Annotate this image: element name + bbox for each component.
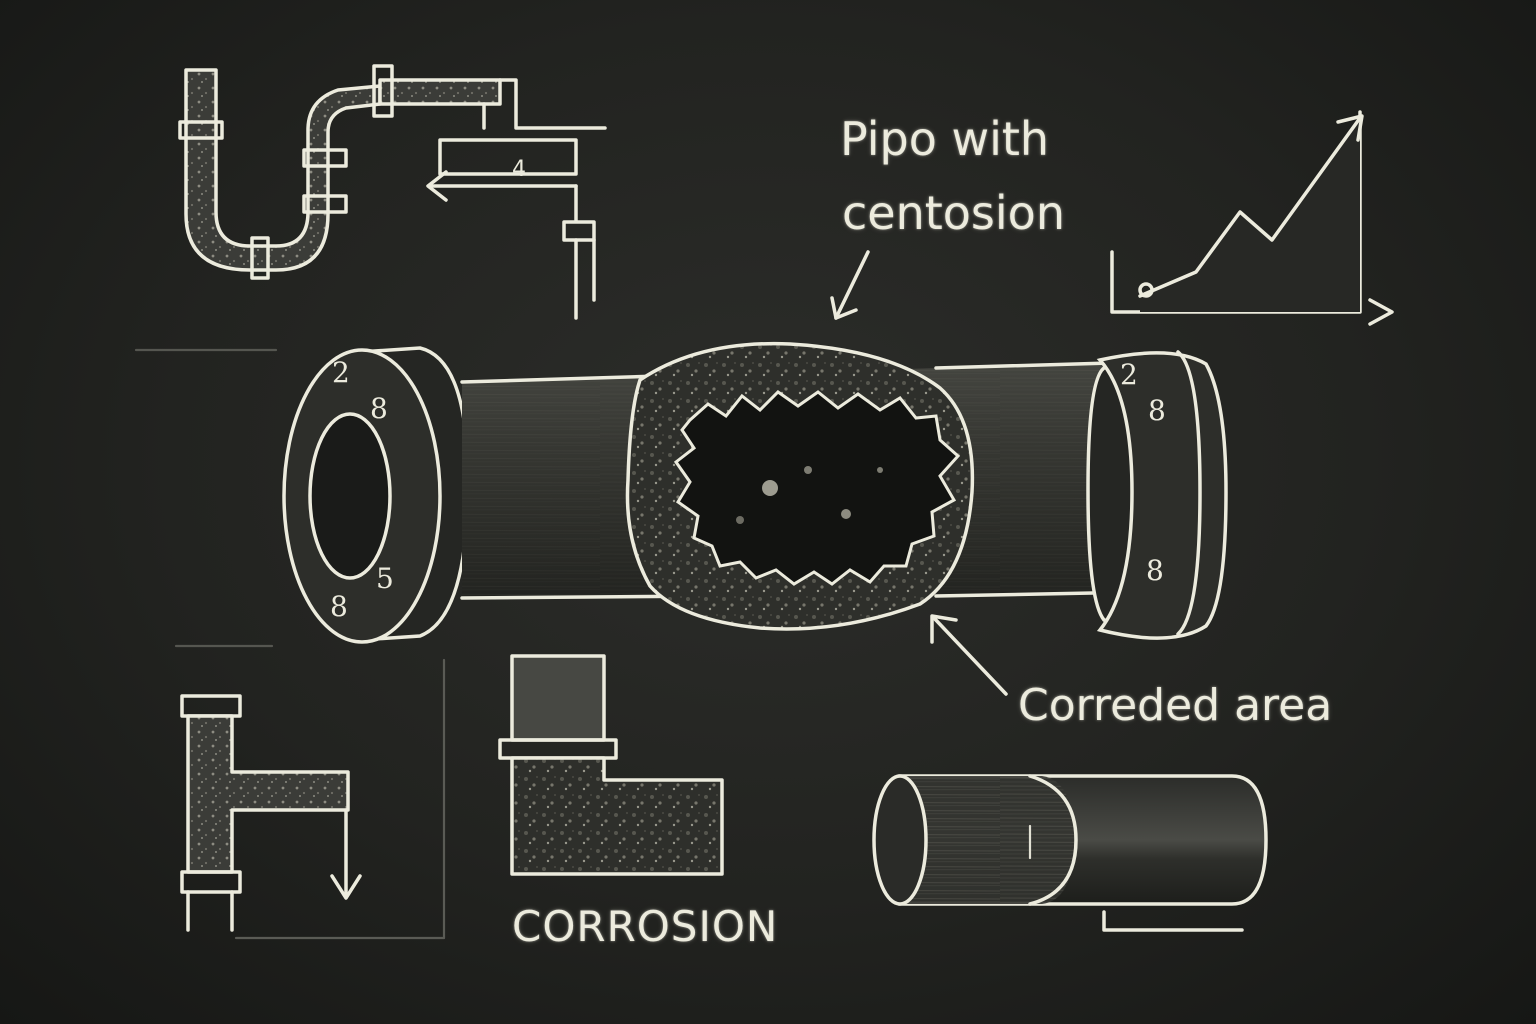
- right-flange-number-lower: 8: [1146, 554, 1164, 587]
- left-flange-number-top: 2: [332, 356, 350, 389]
- left-flange-number-upper: 8: [370, 392, 388, 425]
- valve-number: 4: [512, 157, 526, 182]
- title-line-1: Pipo with: [840, 112, 1050, 166]
- pipe-cylinder-sketch: [872, 774, 1268, 932]
- tee-fitting-sketch: [180, 658, 446, 940]
- corroded-area-label: Correded area: [1018, 680, 1333, 731]
- title-line-2: centosion: [842, 186, 1065, 240]
- corrosion-block-sketch: [498, 654, 724, 876]
- corroded-pipe: 2 8 5 8 2 8 8: [282, 341, 1228, 644]
- left-flange-number-bottom: 8: [330, 590, 348, 623]
- right-flange-number-upper: 8: [1148, 394, 1166, 427]
- corrosion-label: CORROSION: [512, 902, 779, 951]
- corroded-area-arrow: [930, 614, 1008, 696]
- left-flange-number-lower: 5: [376, 562, 394, 595]
- right-flange-number-top: 2: [1120, 358, 1138, 391]
- plumbing-trap-sketch: 4: [178, 64, 607, 320]
- rising-graph-sketch: [1110, 110, 1394, 326]
- title-pointer-arrow: [830, 250, 870, 320]
